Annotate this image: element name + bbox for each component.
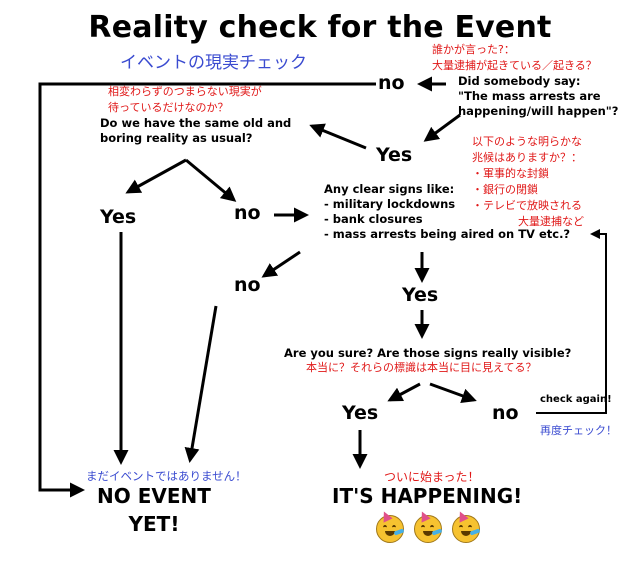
party-face-icon — [452, 509, 481, 543]
label-no-top: no — [378, 72, 405, 94]
arrow-q2-to-no — [185, 158, 237, 202]
q4-ja: 本当に？それらの標識は本当に目に見えてる？ — [306, 361, 537, 374]
happening-ja: ついに始まった！ — [384, 470, 480, 484]
label-no-left2: no — [234, 274, 261, 296]
arrow-no2-to-no-event — [184, 305, 218, 463]
q2-ja: 相変わらずのつまらない現実が 待っているだけなのか？ — [108, 85, 262, 114]
arrow-q1-to-yes — [423, 113, 461, 142]
label-yes-left: Yes — [100, 206, 137, 228]
party-face-icon — [414, 509, 443, 543]
arrow-no-to-no-event — [38, 82, 376, 498]
label-no-mid: no — [234, 202, 261, 224]
party-face-icon — [376, 509, 405, 543]
arrow-q3-to-no — [261, 250, 301, 278]
outcome-happening: IT'S HAPPENING! — [332, 484, 523, 508]
q1-ja: 誰かが言った?： 大量逮捕が起きている／起きる？ — [432, 43, 597, 72]
arrow-q4-to-no — [429, 382, 477, 403]
page-title: Reality check for the Event — [88, 10, 552, 45]
q3-question: Any clear signs like: - military lockdow… — [324, 182, 571, 241]
outcome-no-event: NO EVENT YET! — [97, 484, 211, 536]
check-again-label: check again! — [540, 394, 612, 405]
arrow-q2-to-yes — [125, 158, 187, 194]
q3-ja: 以下のような明らかな 兆候はありますか？： ・軍事的な封鎖 ・銀行の閉鎖 ・テレ… — [472, 135, 584, 228]
check-again-ja: 再度チェック！ — [540, 424, 617, 437]
q1-question: Did somebody say: "The mass arrests are … — [458, 74, 619, 118]
arrow-check-again — [536, 229, 607, 414]
q2-question: Do we have the same old and boring reali… — [100, 116, 292, 145]
label-yes-q4: Yes — [342, 402, 379, 424]
arrow-q4-to-yes — [387, 382, 421, 402]
arrow-yes-to-q2 — [309, 123, 367, 150]
q4-question: Are you sure? Are those signs really vis… — [284, 346, 572, 360]
subtitle-ja: イベントの現実チェック — [120, 53, 307, 73]
label-no-q4: no — [492, 402, 519, 424]
no-event-ja: まだイベントではありません！ — [86, 469, 247, 483]
label-yes-q1: Yes — [376, 144, 413, 166]
label-yes-q3: Yes — [402, 284, 439, 306]
